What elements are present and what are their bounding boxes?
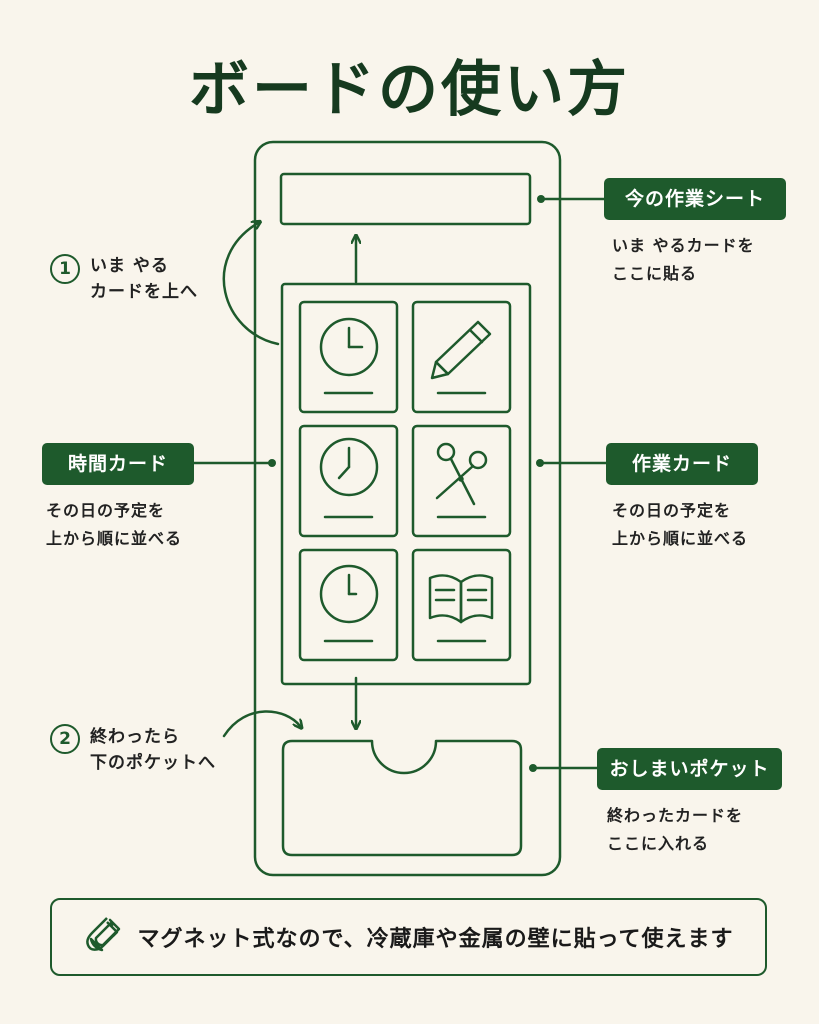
time-card-desc-line2: 上から順に並べる	[46, 529, 183, 548]
step2-line1: 終わったら	[90, 727, 180, 747]
task-card-desc: その日の予定を 上から順に並べる	[612, 497, 748, 553]
step-number-1: 1	[50, 254, 80, 284]
pocket-desc: 終わったカードを ここに入れる	[607, 802, 743, 858]
book-icon	[428, 574, 494, 624]
pencil-icon	[430, 320, 492, 380]
task-card-label: 作業カード	[606, 443, 758, 485]
time-card-desc: その日の予定を 上から順に並べる	[46, 497, 182, 553]
task-card-1	[411, 300, 512, 414]
time-card-label: 時間カード	[42, 443, 194, 485]
footer-note: マグネット式なので、冷蔵庫や金属の壁に貼って使えます	[50, 898, 767, 976]
work-sheet-desc-line1: いま やるカードを	[612, 236, 755, 255]
step1-text: いま やる カードを上へ	[90, 253, 198, 305]
page-title: ボードの使い方	[189, 55, 630, 125]
step1-curved-arrow	[222, 223, 280, 346]
board-frame	[253, 140, 562, 877]
pocket-desc-line2: ここに入れる	[607, 834, 710, 853]
time-card-2	[298, 424, 399, 538]
clock-icon	[319, 437, 379, 497]
card-panel	[280, 282, 532, 686]
task-card-desc-line2: 上から順に並べる	[612, 529, 749, 548]
scissors-icon	[435, 442, 488, 506]
work-sheet-desc-line2: ここに貼る	[612, 264, 698, 283]
step1-line1: いま やる	[90, 256, 169, 276]
work-sheet-area	[279, 172, 532, 226]
footer-text: マグネット式なので、冷蔵庫や金属の壁に貼って使えます	[137, 927, 734, 952]
work-sheet-label: 今の作業シート	[604, 178, 786, 220]
task-card-desc-line1: その日の予定を	[612, 501, 732, 520]
pocket-area	[281, 739, 523, 857]
time-card-3	[298, 548, 399, 662]
step1-line2: カードを上へ	[90, 282, 198, 302]
magnet-icon	[86, 917, 121, 952]
pocket-label: おしまいポケット	[597, 748, 782, 790]
task-card-3	[411, 548, 512, 662]
step2-text: 終わったら 下のポケットへ	[90, 724, 216, 776]
step2-line2: 下のポケットへ	[90, 753, 216, 773]
step-number-2: 2	[50, 724, 80, 754]
pocket-desc-line1: 終わったカードを	[607, 806, 744, 825]
step2-curved-arrow	[222, 710, 300, 738]
time-card-1	[298, 300, 399, 414]
clock-icon	[319, 317, 379, 377]
clock-icon	[319, 564, 379, 624]
time-card-desc-line1: その日の予定を	[46, 501, 166, 520]
task-card-2	[411, 424, 512, 538]
work-sheet-desc: いま やるカードを ここに貼る	[612, 232, 755, 288]
